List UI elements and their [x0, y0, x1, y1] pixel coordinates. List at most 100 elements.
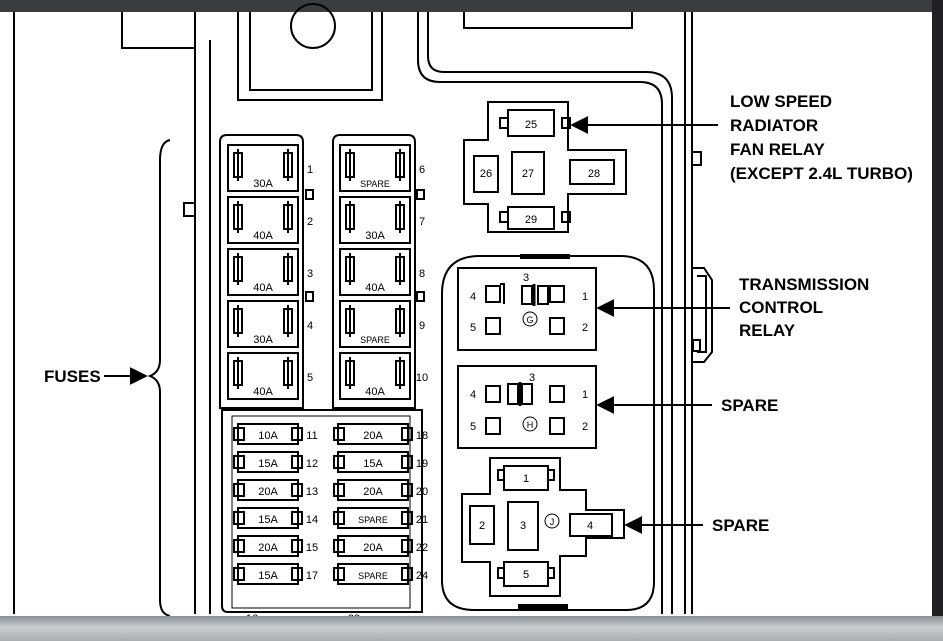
fuses-label: FUSES: [44, 367, 101, 386]
spare-label-1: SPARE: [721, 396, 778, 415]
relay-h-pin-5: 5: [470, 421, 476, 433]
maxi-fuse-rating: 40A: [253, 386, 273, 398]
relay-j-terminal-5: 5: [523, 569, 529, 581]
maxi-fuse: 30A 4: [227, 300, 313, 348]
maxi-fuse-rating: 40A: [365, 282, 385, 294]
maxi-fuse-number: 5: [307, 372, 313, 384]
mini-fuse: 15A 14: [233, 507, 318, 529]
window-top-bar: [0, 0, 943, 12]
callouts: FUSES LOW SPEED RADIATOR FAN RELAY (EXCE…: [44, 92, 913, 535]
mini-fuse-number: 22: [416, 542, 428, 554]
window-right-bar: [932, 0, 943, 641]
relay-g-pin-5: 5: [470, 322, 476, 334]
relay-top: [463, 101, 627, 233]
maxi-fuse: 30A 1: [227, 144, 313, 192]
maxi-fuse: SPARE 6: [339, 144, 425, 192]
maxi-fuse: 40A 3: [227, 248, 313, 296]
relay-top-terminals: 25 26 27 28 29: [480, 119, 600, 226]
maxi-fuse-number: 4: [307, 320, 313, 332]
relay-h-pin-1: 1: [582, 389, 588, 401]
relay-j-terminal-2: 2: [479, 520, 485, 532]
relay-h-pin-4: 4: [470, 389, 476, 401]
maxi-fuse-rating: 30A: [365, 230, 385, 242]
relay-h-id: H: [527, 420, 534, 430]
mini-fuse-number: 12: [306, 458, 318, 470]
relay-bay: [441, 255, 655, 611]
mini-fuse-rating: 15A: [258, 570, 278, 582]
mini-fuse: 20A 15: [233, 535, 318, 557]
relay-g-pin-3: 3: [523, 272, 529, 284]
maxi-fuse-rating: SPARE: [360, 179, 390, 189]
mini-fuse-rating: 20A: [363, 430, 383, 442]
mini-fuse: 15A 19: [333, 451, 428, 473]
mini-fuse: 20A 18: [333, 423, 428, 445]
relay-g-id: G: [526, 315, 533, 325]
maxi-fuse-number: 7: [419, 216, 425, 228]
maxi-fuse-number: 9: [419, 320, 425, 332]
mini-fuse-number: 20: [416, 486, 428, 498]
relay-h-pin-2: 2: [582, 421, 588, 433]
maxi-fuse-rating: 40A: [253, 282, 273, 294]
terminal-28: 28: [588, 168, 600, 180]
mini-fuse: SPARE 21: [333, 507, 428, 529]
mini-fuse-number: 18: [416, 430, 428, 442]
mini-fuse-number: 15: [306, 542, 318, 554]
mini-fuse: 10A 11: [233, 423, 318, 445]
relay-h-id-circle: [522, 416, 538, 432]
low-speed-label-line1: LOW SPEED: [730, 92, 832, 111]
window-bottom-bar: [0, 616, 943, 641]
maxi-fuse-number: 6: [419, 164, 425, 176]
relay-j-terminal-4: 4: [587, 520, 593, 532]
maxi-fuse-number: 1: [307, 164, 313, 176]
transmission-label-line1: TRANSMISSION: [739, 275, 869, 294]
mini-fuse-number: 19: [416, 458, 428, 470]
relay-g-labels: 4 5 1 2 3 G: [470, 272, 588, 334]
relay-j-id-circle: [544, 513, 560, 529]
relay-h-labels: 4 5 1 2 3 H: [470, 372, 588, 433]
terminal-29: 29: [525, 214, 537, 226]
mini-fuse-rating: 10A: [258, 430, 278, 442]
transmission-label-line3: RELAY: [739, 321, 796, 340]
mini-fuse-rating: 15A: [363, 458, 383, 470]
maxi-fuse-rating: 40A: [365, 386, 385, 398]
relay-g: [457, 267, 597, 351]
maxi-fuse-number: 2: [307, 216, 313, 228]
maxi-fuse: 40A 5: [227, 352, 313, 400]
relay-g-pin-1: 1: [582, 291, 588, 303]
terminal-25: 25: [525, 119, 537, 131]
maxi-fuses: 30A140A240A330A440A5SPARE630A740A8SPARE9…: [227, 144, 428, 400]
terminal-26: 26: [480, 168, 492, 180]
maxi-fuse-rating: 30A: [253, 178, 273, 190]
mini-fuse-number: 14: [306, 514, 318, 526]
mini-fuse-rating: 15A: [258, 514, 278, 526]
mini-fuse-rating: 20A: [258, 542, 278, 554]
mini-fuse-rating: SPARE: [358, 515, 388, 525]
relay-h: [457, 365, 597, 449]
maxi-fuse: 40A 8: [339, 248, 425, 296]
transmission-label-line2: CONTROL: [739, 298, 823, 317]
relay-g-pin-2: 2: [582, 322, 588, 334]
mini-fuse-number: 11: [306, 430, 317, 442]
mini-fuse-number: 21: [416, 514, 428, 526]
low-speed-label-line2: RADIATOR: [730, 116, 818, 135]
maxi-fuse-rating: 30A: [253, 334, 273, 346]
relay-j-labels: 1 2 3 4 5 J: [479, 473, 593, 581]
mini-fuse-rating: 20A: [363, 486, 383, 498]
relay-j-terminal-1: 1: [523, 473, 529, 485]
mini-fuse: 20A 20: [333, 479, 428, 501]
maxi-fuse: 30A 7: [339, 196, 425, 244]
maxi-fuse-number: 8: [419, 268, 425, 280]
maxi-fuse-block: [219, 134, 425, 409]
maxi-fuse-number: 3: [307, 268, 313, 280]
relay-h-pin-3: 3: [529, 372, 535, 384]
housing-outline: [13, 3, 713, 617]
spare-label-2: SPARE: [712, 516, 769, 535]
